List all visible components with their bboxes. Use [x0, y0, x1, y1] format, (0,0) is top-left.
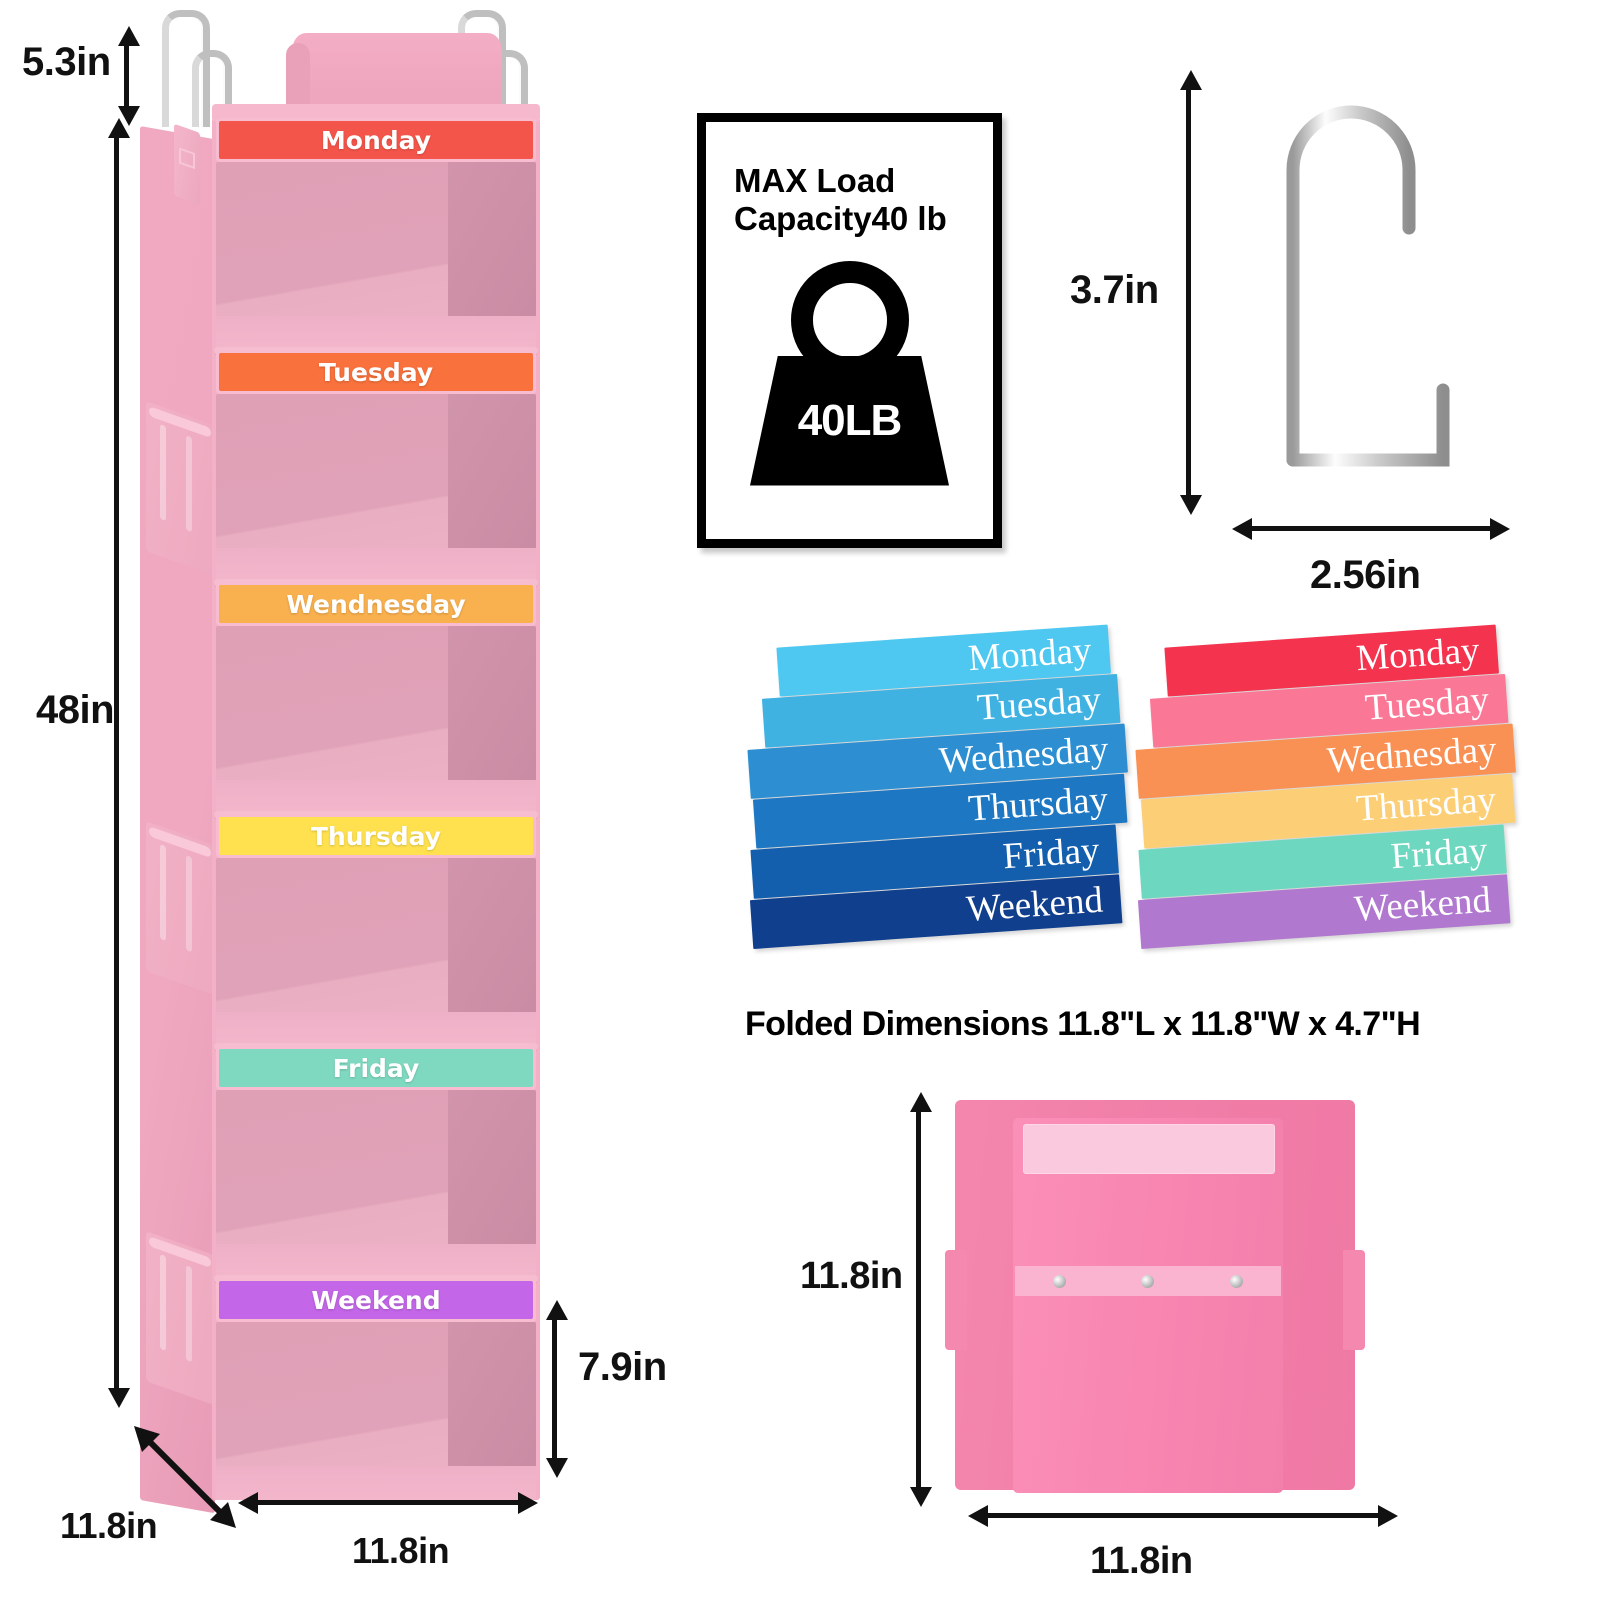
shelf-floor: [216, 548, 536, 582]
organizer-side-pocket: [146, 1231, 214, 1406]
shelf-label-wrap-2: Wendnesday: [216, 582, 536, 626]
shelf-floor: [216, 1466, 536, 1500]
shelf-cavity-3: [216, 858, 536, 1046]
weight-icon: 40LB: [742, 260, 957, 491]
folded-product-illustration: [945, 1100, 1365, 1500]
dim-folded-width-label: 11.8in: [1090, 1540, 1193, 1582]
shelf-floor: [216, 316, 536, 350]
organizer-side-pocket: [146, 821, 214, 996]
sticker-label: Weekend: [964, 879, 1105, 931]
folded-snap-strip: [1015, 1266, 1281, 1296]
shelf-floor: [216, 1012, 536, 1046]
shelf-module-2: Wendnesday: [212, 582, 540, 819]
metal-hook-illustration: [1215, 60, 1515, 510]
shelf-floor: [216, 780, 536, 814]
sticker-label: Weekend: [1352, 879, 1493, 931]
shelf-cavity-5: [216, 1322, 536, 1500]
dim-folded-width-arrow: [968, 1505, 1398, 1527]
shelf-label-2: Wendnesday: [219, 585, 533, 623]
shelf-label-wrap-0: Monday: [216, 118, 536, 162]
dim-hook-width-label: 2.56in: [1310, 553, 1421, 597]
snap-button-icon: [1141, 1274, 1155, 1288]
sticker-label: Wednesday: [1325, 728, 1498, 782]
hook-icon: [1286, 105, 1450, 467]
sticker-label: Tuesday: [1363, 679, 1491, 729]
dim-folded-height-label: 11.8in: [800, 1255, 903, 1297]
sticker-label: Friday: [1389, 829, 1489, 878]
max-load-title: MAX Load Capacity40 lb: [734, 162, 993, 239]
dim-depth-arrow: [130, 1422, 240, 1532]
weight-value: 40LB: [797, 395, 903, 445]
hanging-organizer-illustration: Monday Tuesday Wendnesday: [140, 10, 540, 1514]
dim-hook-height-label: 3.7in: [1070, 268, 1159, 312]
snap-button-icon: [1052, 1274, 1066, 1288]
diagonal-arrow-icon: [134, 1426, 236, 1528]
shelf-module-0: Monday: [212, 118, 540, 355]
sticker-label: Tuesday: [975, 679, 1103, 729]
shelf-label-3: Thursday: [219, 817, 533, 855]
snap-button-icon: [1230, 1274, 1244, 1288]
dim-top-gap-arrow: [118, 26, 140, 126]
shelf-label-wrap-1: Tuesday: [216, 350, 536, 394]
organizer-hook-left-outer: [162, 10, 210, 127]
dim-hook-height-arrow: [1180, 70, 1202, 515]
folded-side-tab-right: [1343, 1250, 1365, 1350]
shelf-label-wrap-3: Thursday: [216, 814, 536, 858]
organizer-top-lid: [212, 104, 540, 122]
sticker-label: Thursday: [966, 778, 1110, 830]
dim-shelf-height-label: 7.9in: [578, 1345, 667, 1389]
shelf-label-5: Weekend: [219, 1281, 533, 1319]
folded-velcro-strip: [1023, 1124, 1275, 1174]
shelf-cavity-4: [216, 1090, 536, 1278]
shelf-label-wrap-5: Weekend: [216, 1278, 536, 1322]
shelf-module-5: Weekend: [212, 1278, 540, 1500]
shelf-label-1: Tuesday: [219, 353, 533, 391]
shelf-module-4: Friday: [212, 1046, 540, 1283]
shelf-cavity-0: [216, 162, 536, 350]
dim-width-label: 11.8in: [352, 1530, 450, 1571]
shelf-floor: [216, 1244, 536, 1278]
dim-top-gap-label: 5.3in: [22, 40, 111, 84]
shelf-label-4: Friday: [219, 1049, 533, 1087]
shelf-label-wrap-4: Friday: [216, 1046, 536, 1090]
dim-total-height-arrow: [108, 118, 130, 1408]
dim-shelf-height-arrow: [546, 1300, 568, 1478]
shelf-cavity-1: [216, 394, 536, 582]
sticker-label: Monday: [966, 629, 1093, 680]
sticker-label: Wednesday: [937, 728, 1110, 782]
organizer-front: Monday Tuesday Wendnesday: [212, 33, 540, 1500]
folded-side-tab-left: [945, 1250, 967, 1350]
folded-front-panel: [1013, 1118, 1283, 1493]
organizer-side-pocket: [146, 401, 214, 576]
weight-body: 40LB: [750, 355, 949, 486]
shelf-module-3: Thursday: [212, 814, 540, 1051]
max-load-title-line2: Capacity40 lb: [734, 200, 947, 238]
dim-total-height-label: 48in: [36, 688, 115, 732]
max-load-title-line1: MAX Load: [734, 162, 896, 199]
max-load-capacity-box: MAX Load Capacity40 lb 40LB: [697, 113, 1002, 548]
dim-folded-height-arrow: [910, 1092, 932, 1507]
folded-dimensions-caption: Folded Dimensions 11.8"L x 11.8"W x 4.7"…: [745, 1005, 1421, 1043]
organizer-hanging-tab: [174, 123, 200, 205]
dim-width-arrow: [238, 1492, 538, 1514]
shelf-label-0: Monday: [219, 121, 533, 159]
organizer-side-panel: [140, 123, 215, 1514]
shelf-cavity-2: [216, 626, 536, 814]
sticker-label: Thursday: [1354, 778, 1498, 830]
sticker-label: Monday: [1354, 629, 1481, 680]
dim-hook-width-arrow: [1232, 518, 1510, 540]
sticker-label: Friday: [1001, 829, 1101, 878]
dim-depth-label: 11.8in: [60, 1505, 158, 1546]
organizer-hook-left-inner: [192, 50, 232, 127]
shelf-module-1: Tuesday: [212, 350, 540, 587]
